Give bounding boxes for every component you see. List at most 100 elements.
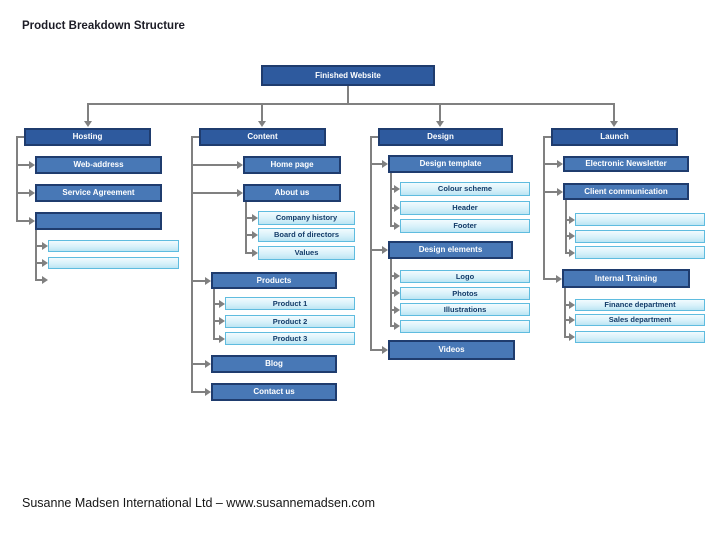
connector-line [390,173,392,226]
connector-line [191,280,205,282]
node-client-communication: Client communication [563,183,689,200]
connector-line [213,303,219,305]
connector-line [245,234,252,236]
connector-line [191,136,193,393]
connector-line [564,336,569,338]
connector-line [370,136,378,138]
empty-node [35,212,162,230]
connector-line [35,245,42,247]
node-product-1: Product 1 [225,297,355,310]
connector-arrowhead [219,335,225,343]
connector-line [565,200,567,253]
node-service-agreement: Service Agreement [35,184,162,202]
node-design-elements: Design elements [388,241,513,259]
node-about-us: About us [243,184,341,202]
node-values: Values [258,246,355,260]
connector-line [370,249,382,251]
connector-arrowhead [29,161,35,169]
node-design: Design [378,128,503,146]
node-company-history: Company history [258,211,355,225]
page-title: Product Breakdown Structure [22,20,185,32]
connector-line [16,220,29,222]
empty-node [48,257,179,269]
node-photos: Photos [400,287,530,300]
connector-line [390,309,394,311]
connector-line [565,252,569,254]
connector-line [191,164,237,166]
connector-arrowhead [252,214,258,222]
connector-line [191,136,199,138]
node-blog: Blog [211,355,337,373]
connector-arrowhead [557,160,563,168]
node-internal-training: Internal Training [562,269,690,288]
connector-arrowhead [394,322,400,330]
node-design-template: Design template [388,155,513,173]
connector-line [213,320,219,322]
connector-line [191,391,205,393]
node-sales-department: Sales department [575,314,705,326]
node-finance-department: Finance department [575,299,705,311]
connector-arrowhead [42,259,48,267]
connector-arrowhead [205,277,211,285]
connector-line [543,136,551,138]
connector-arrowhead [29,217,35,225]
connector-line [245,202,247,254]
connector-arrowhead [394,289,400,297]
connector-arrowhead [382,160,388,168]
empty-node [575,331,705,343]
node-logo: Logo [400,270,530,283]
node-videos: Videos [388,340,515,360]
empty-node [48,240,179,252]
node-product-2: Product 2 [225,315,355,328]
connector-line [565,219,569,221]
connector-line [564,288,566,338]
connector-line [87,105,89,121]
connector-line [245,217,252,219]
connector-line [191,192,237,194]
connector-arrowhead [258,121,266,127]
connector-arrowhead [42,242,48,250]
footer-credit: Susanne Madsen International Ltd – www.s… [22,496,375,510]
node-electronic-newsletter: Electronic Newsletter [563,156,689,172]
connector-arrowhead [205,388,211,396]
connector-line [543,163,557,165]
connector-line [16,136,24,138]
node-header: Header [400,201,530,215]
connector-line [565,235,569,237]
node-illustrations: Illustrations [400,303,530,316]
connector-line [390,275,394,277]
connector-arrowhead [569,216,575,224]
connector-arrowhead [252,249,258,257]
connector-arrowhead [42,276,48,284]
connector-arrowhead [219,300,225,308]
connector-line [439,105,441,121]
connector-line [390,292,394,294]
connector-arrowhead [569,316,575,324]
connector-arrowhead [569,249,575,257]
connector-line [390,207,394,209]
connector-line [543,136,545,279]
connector-arrowhead [237,161,243,169]
connector-arrowhead [394,222,400,230]
connector-line [191,363,205,365]
node-hosting: Hosting [24,128,151,146]
connector-line [35,279,42,281]
node-content: Content [199,128,326,146]
connector-line [16,164,29,166]
connector-arrowhead [84,121,92,127]
connector-line [245,252,252,254]
connector-line [370,136,372,350]
connector-line [390,325,394,327]
node-colour-scheme: Colour scheme [400,182,530,196]
node-web-address: Web-address [35,156,162,174]
connector-arrowhead [394,272,400,280]
connector-line [390,225,394,227]
node-product-3: Product 3 [225,332,355,345]
connector-arrowhead [556,275,562,283]
connector-arrowhead [436,121,444,127]
empty-node [575,246,705,259]
connector-arrowhead [394,306,400,314]
node-home-page: Home page [243,156,341,174]
connector-arrowhead [569,301,575,309]
connector-line [35,262,42,264]
